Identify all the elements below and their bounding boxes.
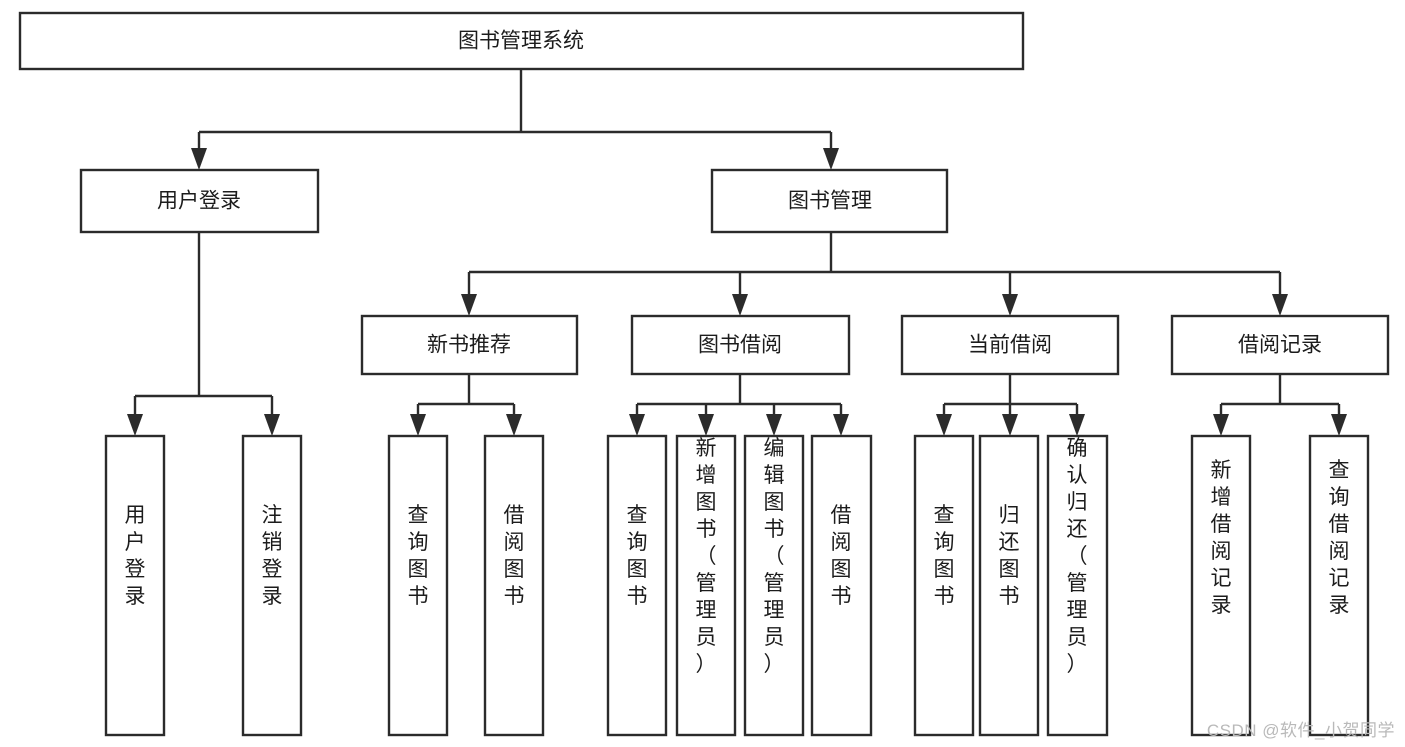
arrow-bb-to-leaf-add-book xyxy=(698,414,714,436)
arrow-cb-to-leaf-return-book xyxy=(1002,414,1018,436)
node-root-box[interactable] xyxy=(18,11,1025,71)
node-book-borrow[interactable]: 图书借阅 xyxy=(630,314,851,376)
connector-borrow-record-bus xyxy=(1219,374,1341,418)
connector-root-bus xyxy=(197,69,833,152)
node-leaf-query-record-box[interactable] xyxy=(1308,434,1370,737)
node-leaf-query-book-2[interactable]: 查询图书 xyxy=(606,434,668,737)
node-leaf-return-book-label: 归还图书 xyxy=(999,504,1020,608)
node-leaf-query-book-1-label: 查询图书 xyxy=(408,504,429,608)
node-leaf-borrow-book-2-box[interactable] xyxy=(810,434,873,737)
connector-current-borrow-bus xyxy=(942,374,1079,418)
node-leaf-confirm-return-box[interactable] xyxy=(1046,434,1109,737)
node-new-book-recommend[interactable]: 新书推荐 xyxy=(360,314,579,376)
node-leaf-add-book-label: 新增图书（管理员） xyxy=(696,437,717,676)
arrow-bm-to-current-borrow xyxy=(1002,294,1018,316)
node-borrow-record[interactable]: 借阅记录 xyxy=(1170,314,1390,376)
node-current-borrow-box[interactable] xyxy=(900,314,1120,376)
node-leaf-borrow-book-2-label: 借阅图书 xyxy=(831,504,852,608)
arrow-user-login-to-leaf-user-logout xyxy=(264,414,280,436)
node-leaf-edit-book[interactable]: 编辑图书（管理员） xyxy=(743,434,805,737)
arrow-nbr-to-leaf-borrow-book xyxy=(506,414,522,436)
node-leaf-query-book-1-box[interactable] xyxy=(387,434,449,737)
node-leaf-borrow-book-1-box[interactable] xyxy=(483,434,545,737)
arrow-bb-to-leaf-borrow-book xyxy=(833,414,849,436)
node-book-management-label: 图书管理 xyxy=(788,190,872,213)
node-current-borrow[interactable]: 当前借阅 xyxy=(900,314,1120,376)
node-root[interactable]: 图书管理系统 xyxy=(18,11,1025,71)
arrow-cb-to-leaf-query-book xyxy=(936,414,952,436)
node-current-borrow-label: 当前借阅 xyxy=(968,334,1052,357)
arrow-cb-to-leaf-confirm-return xyxy=(1069,414,1085,436)
node-user-login-box[interactable] xyxy=(79,168,320,234)
node-leaf-query-record-label: 查询借阅记录 xyxy=(1329,459,1350,617)
node-leaf-add-record[interactable]: 新增借阅记录 xyxy=(1190,434,1252,737)
connector-book-management-bus xyxy=(467,232,1282,298)
node-leaf-query-book-3-label: 查询图书 xyxy=(934,504,955,608)
node-leaf-add-book-box[interactable] xyxy=(675,434,737,737)
node-book-borrow-label: 图书借阅 xyxy=(698,334,782,357)
node-new-book-recommend-label: 新书推荐 xyxy=(427,334,511,357)
node-new-book-recommend-box[interactable] xyxy=(360,314,579,376)
node-leaf-query-book-2-label: 查询图书 xyxy=(627,504,648,608)
arrow-bm-to-new-book-recommend xyxy=(461,294,477,316)
arrow-bb-to-leaf-query-book xyxy=(629,414,645,436)
arrow-bb-to-leaf-edit-book xyxy=(766,414,782,436)
node-leaf-borrow-book-1[interactable]: 借阅图书 xyxy=(483,434,545,737)
node-leaf-query-record[interactable]: 查询借阅记录 xyxy=(1308,434,1370,737)
node-book-management[interactable]: 图书管理 xyxy=(710,168,949,234)
node-leaf-add-record-box[interactable] xyxy=(1190,434,1252,737)
arrow-nbr-to-leaf-query-book xyxy=(410,414,426,436)
node-user-login[interactable]: 用户登录 xyxy=(79,168,320,234)
node-leaf-user-logout[interactable]: 注销登录 xyxy=(241,434,303,737)
node-book-borrow-box[interactable] xyxy=(630,314,851,376)
node-leaf-add-record-label: 新增借阅记录 xyxy=(1211,459,1232,617)
node-leaf-query-book-3[interactable]: 查询图书 xyxy=(913,434,975,737)
node-leaf-return-book[interactable]: 归还图书 xyxy=(978,434,1040,737)
node-leaf-add-book[interactable]: 新增图书（管理员） xyxy=(675,434,737,737)
connector-book-borrow-bus xyxy=(635,374,843,418)
node-leaf-query-book-3-box[interactable] xyxy=(913,434,975,737)
node-root-label: 图书管理系统 xyxy=(458,30,584,53)
node-leaf-query-book-1[interactable]: 查询图书 xyxy=(387,434,449,737)
node-borrow-record-box[interactable] xyxy=(1170,314,1390,376)
arrow-user-login-to-leaf-user-login xyxy=(127,414,143,436)
node-leaf-edit-book-label: 编辑图书（管理员） xyxy=(764,437,785,676)
node-leaf-borrow-book-2[interactable]: 借阅图书 xyxy=(810,434,873,737)
node-borrow-record-label: 借阅记录 xyxy=(1238,334,1322,357)
node-user-login-label: 用户登录 xyxy=(157,190,241,213)
node-leaf-return-book-box[interactable] xyxy=(978,434,1040,737)
arrow-bm-to-book-borrow xyxy=(732,294,748,316)
node-leaf-borrow-book-1-label: 借阅图书 xyxy=(504,504,525,608)
node-leaf-user-logout-label: 注销登录 xyxy=(262,504,283,608)
node-leaf-query-book-2-box[interactable] xyxy=(606,434,668,737)
node-leaf-user-login-box[interactable] xyxy=(104,434,166,737)
node-leaf-edit-book-box[interactable] xyxy=(743,434,805,737)
arrow-root-to-user-login xyxy=(191,148,207,170)
connector-user-login-bus xyxy=(133,232,274,418)
node-leaf-user-login[interactable]: 用户登录 xyxy=(104,434,166,737)
node-book-management-box[interactable] xyxy=(710,168,949,234)
arrow-root-to-book-management xyxy=(823,148,839,170)
connector-layer xyxy=(127,69,1347,436)
arrow-bm-to-borrow-record xyxy=(1272,294,1288,316)
node-leaf-user-logout-box[interactable] xyxy=(241,434,303,737)
node-leaf-confirm-return[interactable]: 确认归还（管理员） xyxy=(1046,434,1109,737)
arrow-br-to-leaf-query-record xyxy=(1331,414,1347,436)
node-leaf-confirm-return-label: 确认归还（管理员） xyxy=(1067,437,1088,676)
node-leaf-user-login-label: 用户登录 xyxy=(125,504,146,608)
arrow-br-to-leaf-add-record xyxy=(1213,414,1229,436)
connector-new-book-recommend-bus xyxy=(416,374,516,418)
